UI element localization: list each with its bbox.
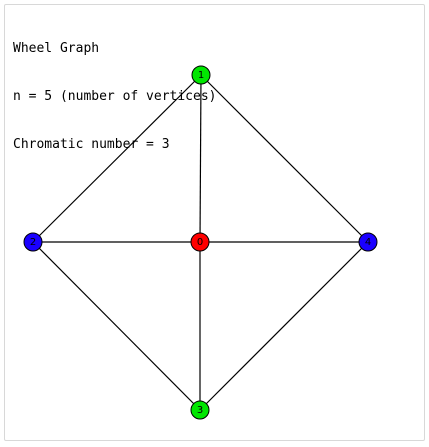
vertex-0-label: 0 [197,237,203,248]
edge-1-2 [32,74,202,243]
vertex-2: 2 [23,232,43,252]
vertex-2-circle [23,232,43,252]
vertices-layer: 0 1 2 3 4 [23,65,378,420]
vertex-4-label: 4 [365,237,371,248]
vertex-3-label: 3 [197,405,203,416]
vertex-0: 0 [190,232,210,252]
edge-0-1 [199,74,202,243]
edge-4-1 [200,74,369,243]
edges-layer [32,74,369,411]
edge-2-3 [32,241,201,411]
vertex-2-label: 2 [30,237,36,248]
graph-panel [4,4,425,441]
vertex-1-label: 1 [198,70,204,81]
vertex-count-line: n = 5 (number of vertices) [13,89,217,104]
graph-title: Wheel Graph [13,41,100,56]
vertex-0-circle [190,232,210,252]
edge-3-4 [199,241,369,411]
vertex-3: 3 [190,400,210,420]
vertex-1: 1 [191,65,211,85]
vertex-3-circle [190,400,210,420]
graph-info: Wheel Graph n = 5 (number of vertices) C… [13,9,217,169]
vertex-4-circle [358,232,378,252]
vertex-4: 4 [358,232,378,252]
vertex-1-circle [191,65,211,85]
